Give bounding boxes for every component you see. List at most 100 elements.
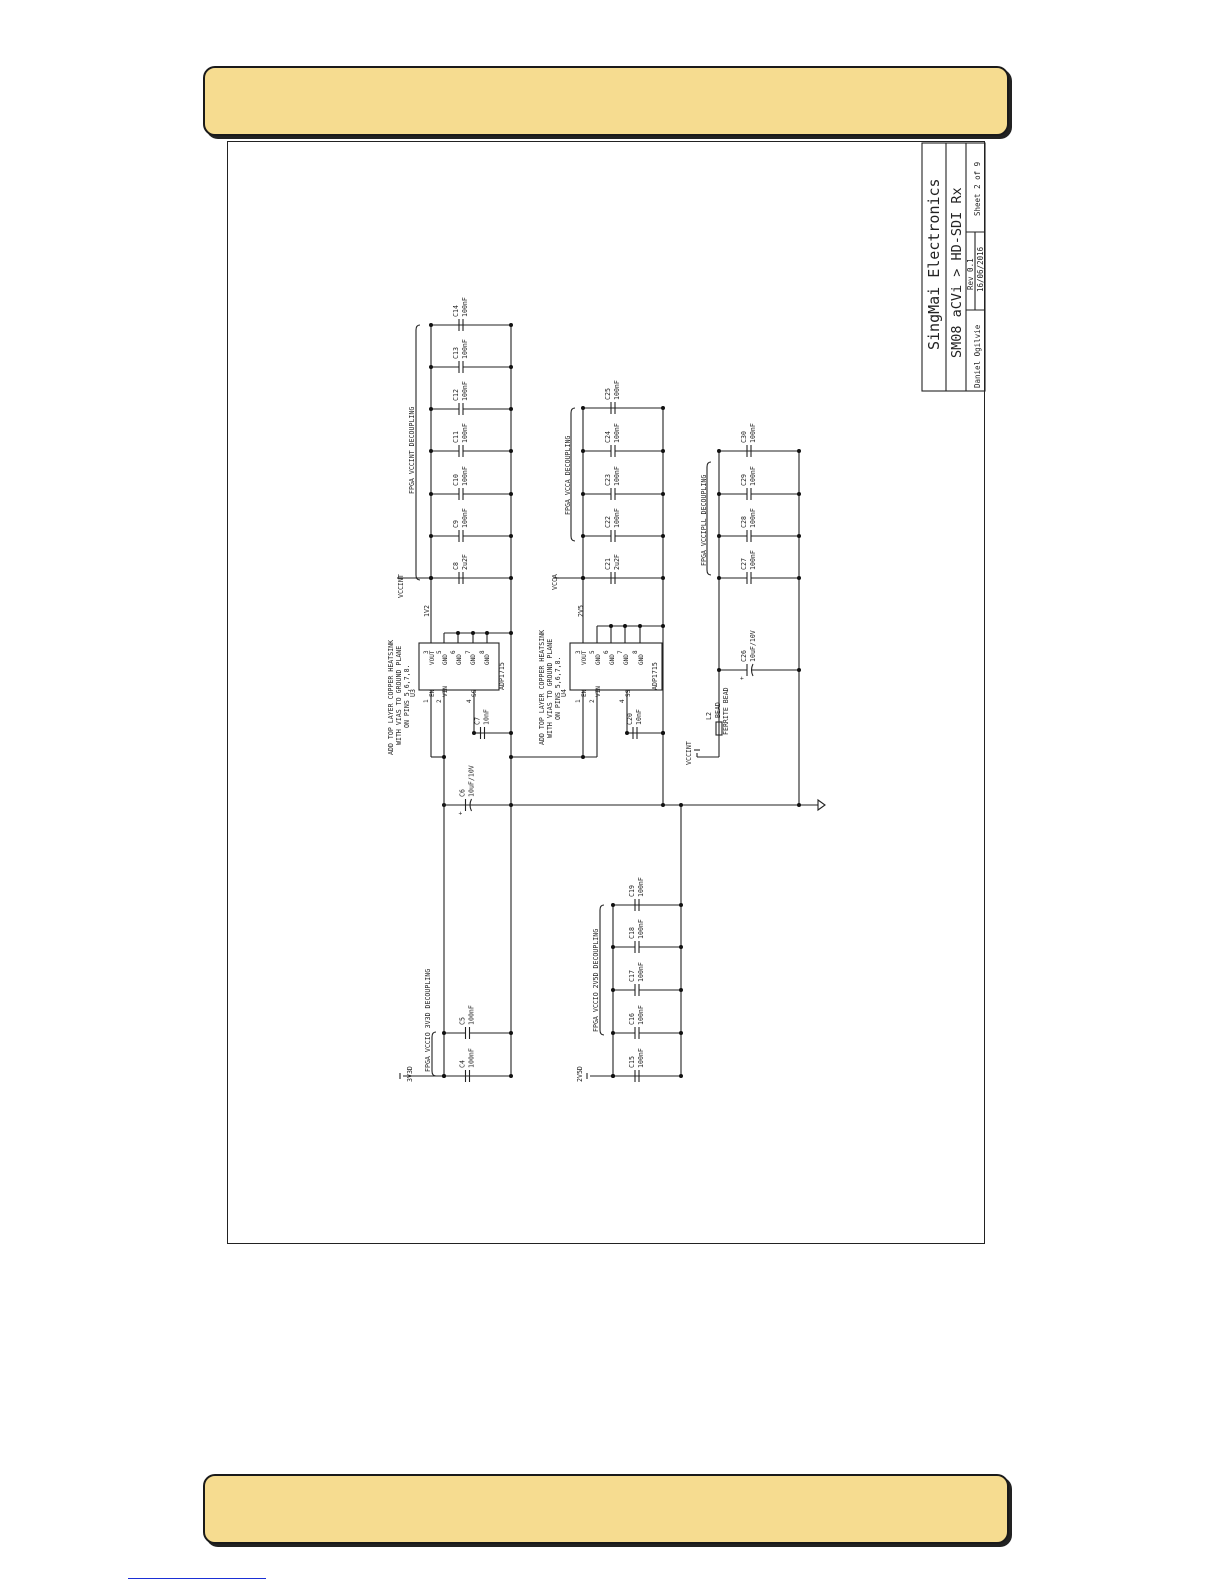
u4-note-line3: ON PINS 5,6,7,8. <box>554 656 562 720</box>
c29-ref: C29 <box>740 474 748 486</box>
c10-value: 100nF <box>461 466 469 486</box>
c19-value: 100nF <box>637 877 645 897</box>
u4-pin-gnd5: GND <box>595 654 602 665</box>
c25-ref: C25 <box>604 388 612 400</box>
ground-bus <box>442 325 826 1076</box>
c26-polarity: + <box>739 676 746 680</box>
date: 16/06/2016 <box>976 246 985 292</box>
c11-ref: C11 <box>452 431 460 443</box>
c23-value: 100nF <box>613 466 621 486</box>
c9-value: 100nF <box>461 508 469 528</box>
c5-ref: C5 <box>459 1017 467 1025</box>
u4-pin-vout: VOUT <box>581 650 588 665</box>
c18-value: 100nF <box>637 919 645 939</box>
footer-banner <box>203 1474 1009 1544</box>
c4-ref: C4 <box>459 1060 467 1068</box>
u4-pinnum-3: 3 <box>575 650 582 654</box>
u3-pin-gnd5: GND <box>456 654 463 665</box>
u4-pin-vin: VIN <box>595 686 602 697</box>
u4-pinnum-5: 5 <box>589 650 596 654</box>
c26-ref: C26 <box>740 650 748 662</box>
l2-desc: FERRITE BEAD <box>722 687 730 735</box>
u4-pinnum-1: 1 <box>575 699 582 703</box>
c20-ref: C20 <box>626 713 634 725</box>
u4-pin-gnd6: GND <box>609 654 616 665</box>
c8-ref: C8 <box>452 562 460 570</box>
u4-pinnum-6: 6 <box>603 650 610 654</box>
net-vcca: VCCA <box>551 574 559 590</box>
c22-ref: C22 <box>604 516 612 528</box>
u4-part: ADP1715 <box>651 662 659 690</box>
u3-ref: U3 <box>409 689 417 697</box>
l2-ref: L2 <box>705 712 713 720</box>
c24-value: 100nF <box>613 423 621 443</box>
net-1v2: 1V2 <box>423 605 431 617</box>
footer-link-underline[interactable] <box>128 1578 266 1579</box>
author-name: Daniel Ogilvie <box>973 324 982 388</box>
net-2v5: 2V5 <box>577 605 585 617</box>
c4-value: 100nF <box>468 1048 476 1068</box>
c12-value: 100nF <box>461 381 469 401</box>
c18-ref: C18 <box>628 927 636 939</box>
c14-ref: C14 <box>452 305 460 317</box>
u4-pin-ss: SS <box>625 689 632 697</box>
c15-value: 100nF <box>637 1048 645 1068</box>
c25-value: 100nF <box>613 380 621 400</box>
u3-pinnum-4: 4 <box>466 699 473 703</box>
ground-symbol <box>817 798 826 812</box>
u3-pin-ss: SS <box>471 689 478 697</box>
u3-body <box>418 642 500 691</box>
ferrite-bead-L2 <box>715 721 723 736</box>
company-name: SingMai Electronics <box>925 178 943 350</box>
c22-value: 100nF <box>613 508 621 528</box>
c16-ref: C16 <box>628 1013 636 1025</box>
net-2v5d: 2V5D <box>576 1066 584 1082</box>
c15-ref: C15 <box>628 1056 636 1068</box>
c27-ref: C27 <box>740 558 748 570</box>
regulator-u4: EN VIN SS VOUT GND GND GND GND 1 2 4 3 5… <box>509 574 665 759</box>
revision: Rev 0.1 <box>966 258 975 290</box>
c20-value: 10nF <box>635 709 643 725</box>
vccio33-decoupling-block: FPGA VCCIO 3V3D DECOUPLING 3V3D <box>399 805 511 1082</box>
u3-note-line3: ON PINS 5,6,7,8. <box>403 664 411 728</box>
vccio25-decoupling-label: FPGA VCCIO 2V5D DECOUPLING <box>592 929 600 1032</box>
c26-value: 10uF/10V <box>749 630 757 662</box>
c28-value: 100nF <box>749 508 757 528</box>
u4-pin-gnd8: GND <box>638 654 645 665</box>
u4-pinnum-2: 2 <box>589 699 596 703</box>
net-3v3d: 3V3D <box>406 1066 414 1082</box>
u3-pin-vout: VOUT <box>429 650 436 665</box>
c21-ref: C21 <box>604 558 612 570</box>
c6-ref: C6 <box>459 789 467 797</box>
c6-value: 10uF/10V <box>468 765 476 797</box>
c30-value: 100nF <box>749 423 757 443</box>
c8-value: 2u2F <box>461 554 469 570</box>
c17-ref: C17 <box>628 970 636 982</box>
vccio33-decoupling-label: FPGA VCCIO 3V3D DECOUPLING <box>424 969 432 1072</box>
c30-ref: C30 <box>740 431 748 443</box>
c7-ref: C7 <box>474 717 482 725</box>
net-vccint: VCCINT <box>397 574 405 598</box>
net-vccint-pll: VCCINT <box>685 741 693 765</box>
u3-note-line2: WITH VIAS TO GROUND PLANE <box>395 646 403 745</box>
header-banner <box>203 66 1009 136</box>
l2-value: BEAD <box>714 702 722 718</box>
u3-pin-en: EN <box>429 689 436 697</box>
u4-ref: U4 <box>560 689 568 697</box>
